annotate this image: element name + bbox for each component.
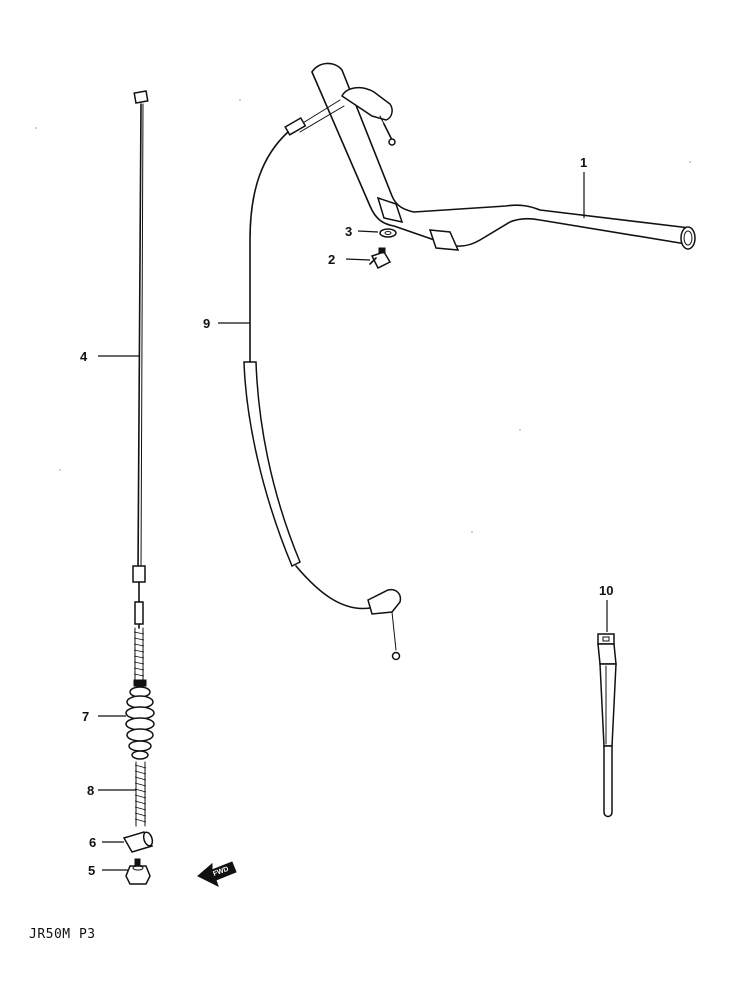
callout-1: 1	[580, 155, 587, 170]
leader-2	[345, 258, 371, 261]
nut-part	[125, 858, 151, 885]
cable-rod-part	[132, 90, 149, 681]
rubber-boot-part	[125, 679, 155, 760]
fwd-arrow-icon: FWD	[197, 861, 237, 887]
footer-code: JR50M P3	[29, 927, 96, 942]
leader-3	[357, 230, 379, 233]
callout-6: 6	[89, 835, 96, 850]
callout-7: 7	[82, 709, 89, 724]
spring-part	[134, 761, 147, 827]
washer-part	[379, 228, 397, 238]
strap-band-part	[597, 633, 617, 818]
throttle-cable-part	[243, 99, 402, 661]
callout-2: 2	[328, 252, 335, 267]
callout-3: 3	[345, 224, 352, 239]
callout-5: 5	[88, 863, 95, 878]
callout-9: 9	[203, 316, 210, 331]
callout-8: 8	[87, 783, 94, 798]
callout-4: 4	[80, 349, 88, 364]
cable-plug-part	[122, 831, 154, 853]
callout-10: 10	[599, 583, 613, 598]
screw-part	[369, 247, 392, 270]
handlebar-part	[311, 62, 696, 251]
scan-specks	[35, 99, 691, 533]
